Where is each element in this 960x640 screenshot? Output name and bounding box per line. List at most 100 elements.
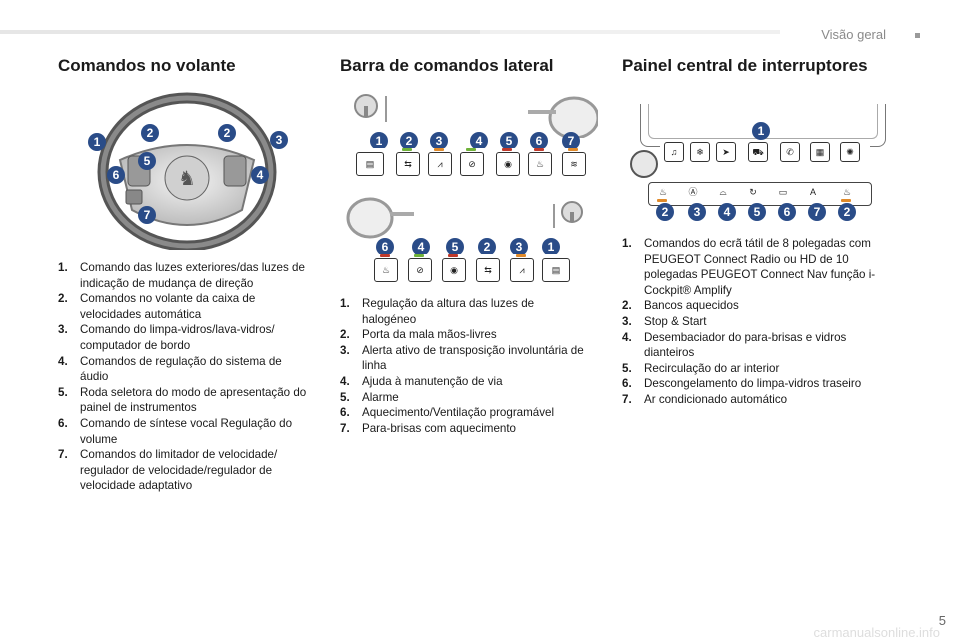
- lane-departure-button[interactable]: ⩘: [428, 152, 452, 176]
- legend-item: 1.Regulação da altura das luzes de halog…: [340, 297, 535, 326]
- legend-item: 6.Comando de síntese vocal Regulação do …: [58, 416, 293, 446]
- badge-7: 7: [562, 132, 580, 150]
- headlamp-height-wheel[interactable]: ▤: [542, 258, 570, 282]
- lateral-steering-icon-top: [354, 94, 387, 122]
- badge-4: 4: [412, 238, 430, 256]
- section-title: Visão geral: [821, 27, 886, 42]
- legend-item: 5.Alarme: [340, 390, 399, 404]
- headlamp-height-wheel[interactable]: ▤: [356, 152, 384, 176]
- badge-1: 1: [752, 122, 770, 140]
- auto-ac-button[interactable]: A: [805, 185, 821, 199]
- legend-item: 2.Bancos aquecidos: [622, 299, 739, 313]
- lateral-legend: 1.Regulação da altura das luzes de halog…: [340, 296, 590, 436]
- legend-item: 7.Para-brisas com aquecimento: [340, 421, 517, 435]
- navigation-icon[interactable]: ➤: [716, 142, 736, 162]
- legend-item: 4.Desembaciador do para-brisas e vidros …: [622, 330, 847, 360]
- stop-start-button[interactable]: Ⓐ: [685, 185, 701, 199]
- heated-seat-right-button[interactable]: ♨: [839, 185, 855, 199]
- legend-item: 6.Aquecimento/Ventilação programável: [340, 406, 555, 420]
- lane-keeping-button[interactable]: ⊘: [460, 152, 484, 176]
- led-indicator: [466, 148, 476, 151]
- legend-item: 7.Ar condicionado automático: [622, 392, 788, 406]
- media-icon[interactable]: ♫: [664, 142, 684, 162]
- badge-5: 5: [446, 238, 464, 256]
- legend-item: 3.Stop & Start: [622, 314, 707, 328]
- settings-icon[interactable]: ✺: [840, 142, 860, 162]
- lateral-wheel-partial-top: [528, 96, 598, 138]
- demist-button[interactable]: ⌓: [715, 185, 731, 199]
- section-marker: [915, 33, 920, 38]
- phone-icon[interactable]: ✆: [780, 142, 800, 162]
- badge-5: 5: [748, 203, 766, 221]
- legend-item: 7.Comandos do limitador de velocidade/ r…: [58, 448, 278, 493]
- badge-2: 2: [478, 238, 496, 256]
- led-indicator: [448, 254, 458, 257]
- badge-1: 1: [542, 238, 560, 256]
- vehicle-icon[interactable]: ⛟: [748, 142, 768, 162]
- badge-4: 4: [251, 166, 269, 184]
- climate-icon[interactable]: ❄: [690, 142, 710, 162]
- badge-3: 3: [270, 131, 288, 149]
- legend-item: 5.Roda seletora do modo de apresentação …: [58, 385, 307, 415]
- legend-item: 3.Alerta ativo de transposição involuntá…: [340, 343, 584, 373]
- header-rule-light: [480, 30, 780, 34]
- badge-7: 7: [138, 206, 156, 224]
- legend-item: 2.Comandos no volante da caixa de veloci…: [58, 292, 256, 321]
- watermark: carmanualsonline.info: [813, 625, 940, 640]
- alarm-button[interactable]: ◉: [496, 152, 520, 176]
- lateral-wheel-partial-bottom: [346, 197, 414, 239]
- apps-icon[interactable]: ▦: [810, 142, 830, 162]
- hands-free-tailgate-button[interactable]: ⇆: [476, 258, 500, 282]
- alarm-button[interactable]: ◉: [442, 258, 466, 282]
- heated-seat-left-button[interactable]: ♨: [655, 185, 671, 199]
- volume-knob[interactable]: [630, 150, 658, 178]
- badge-5: 5: [500, 132, 518, 150]
- lane-departure-button[interactable]: ⩘: [510, 258, 534, 282]
- legend-item: 6.Descongelamento do limpa-vidros trasei…: [622, 377, 862, 391]
- lateral-switch-panel-bottom: ♨ ⊘ ◉ ⇆ ⩘ ▤: [374, 254, 580, 286]
- led-indicator: [568, 148, 578, 151]
- badge-3: 3: [510, 238, 528, 256]
- badge-2: 2: [656, 203, 674, 221]
- lateral-title: Barra de comandos lateral: [340, 56, 554, 75]
- badge-2: 2: [141, 124, 159, 142]
- badge-1: 1: [370, 132, 388, 150]
- badge-5: 5: [138, 152, 156, 170]
- legend-item: 4.Comandos de regulação do sistema de áu…: [58, 354, 282, 384]
- badge-6: 6: [778, 203, 796, 221]
- steering-column: Comandos no volante: [58, 56, 236, 76]
- recirculation-button[interactable]: ↻: [745, 185, 761, 199]
- steering-legend: 1.Comando das luzes exteriores/das luzes…: [58, 260, 308, 494]
- legend-item: 5.Recirculação do ar interior: [622, 361, 780, 375]
- badge-7: 7: [808, 203, 826, 221]
- touch-shortcut-bar: ♫ ❄ ➤ ⛟ ✆ ▦ ✺: [660, 142, 870, 166]
- svg-text:♞: ♞: [178, 166, 196, 190]
- badge-2: 2: [218, 124, 236, 142]
- badge-4: 4: [718, 203, 736, 221]
- led-indicator: [841, 199, 851, 202]
- legend-item: 1.Comando das luzes exteriores/das luzes…: [58, 261, 305, 290]
- legend-item: 2.Porta da mala mãos-livres: [340, 328, 497, 342]
- central-legend: 1.Comandos do ecrã tátil de 8 polegadas …: [622, 236, 882, 408]
- programmable-heating-button[interactable]: ♨: [374, 258, 398, 282]
- badge-3: 3: [430, 132, 448, 150]
- legend-item: 4.Ajuda à manutenção de via: [340, 374, 503, 388]
- badge-4: 4: [470, 132, 488, 150]
- badge-6: 6: [376, 238, 394, 256]
- badge-6: 6: [107, 166, 125, 184]
- lateral-switch-panel-top: ▤ ⇆ ⩘ ⊘ ◉ ♨ ≋: [356, 148, 594, 180]
- led-indicator: [434, 148, 444, 151]
- led-indicator: [414, 254, 424, 257]
- badge-1: 1: [88, 133, 106, 151]
- led-indicator: [516, 254, 526, 257]
- central-switch-panel: ♨ Ⓐ ⌓ ↻ ▭ A ♨: [648, 182, 872, 206]
- rear-defrost-button[interactable]: ▭: [775, 185, 791, 199]
- heated-windscreen-button[interactable]: ≋: [562, 152, 586, 176]
- central-column: Painel central de interruptores: [622, 56, 868, 76]
- hands-free-tailgate-button[interactable]: ⇆: [396, 152, 420, 176]
- lane-keeping-button[interactable]: ⊘: [408, 258, 432, 282]
- lateral-column: Barra de comandos lateral: [340, 56, 554, 76]
- led-indicator: [534, 148, 544, 151]
- led-indicator: [502, 148, 512, 151]
- programmable-heating-button[interactable]: ♨: [528, 152, 552, 176]
